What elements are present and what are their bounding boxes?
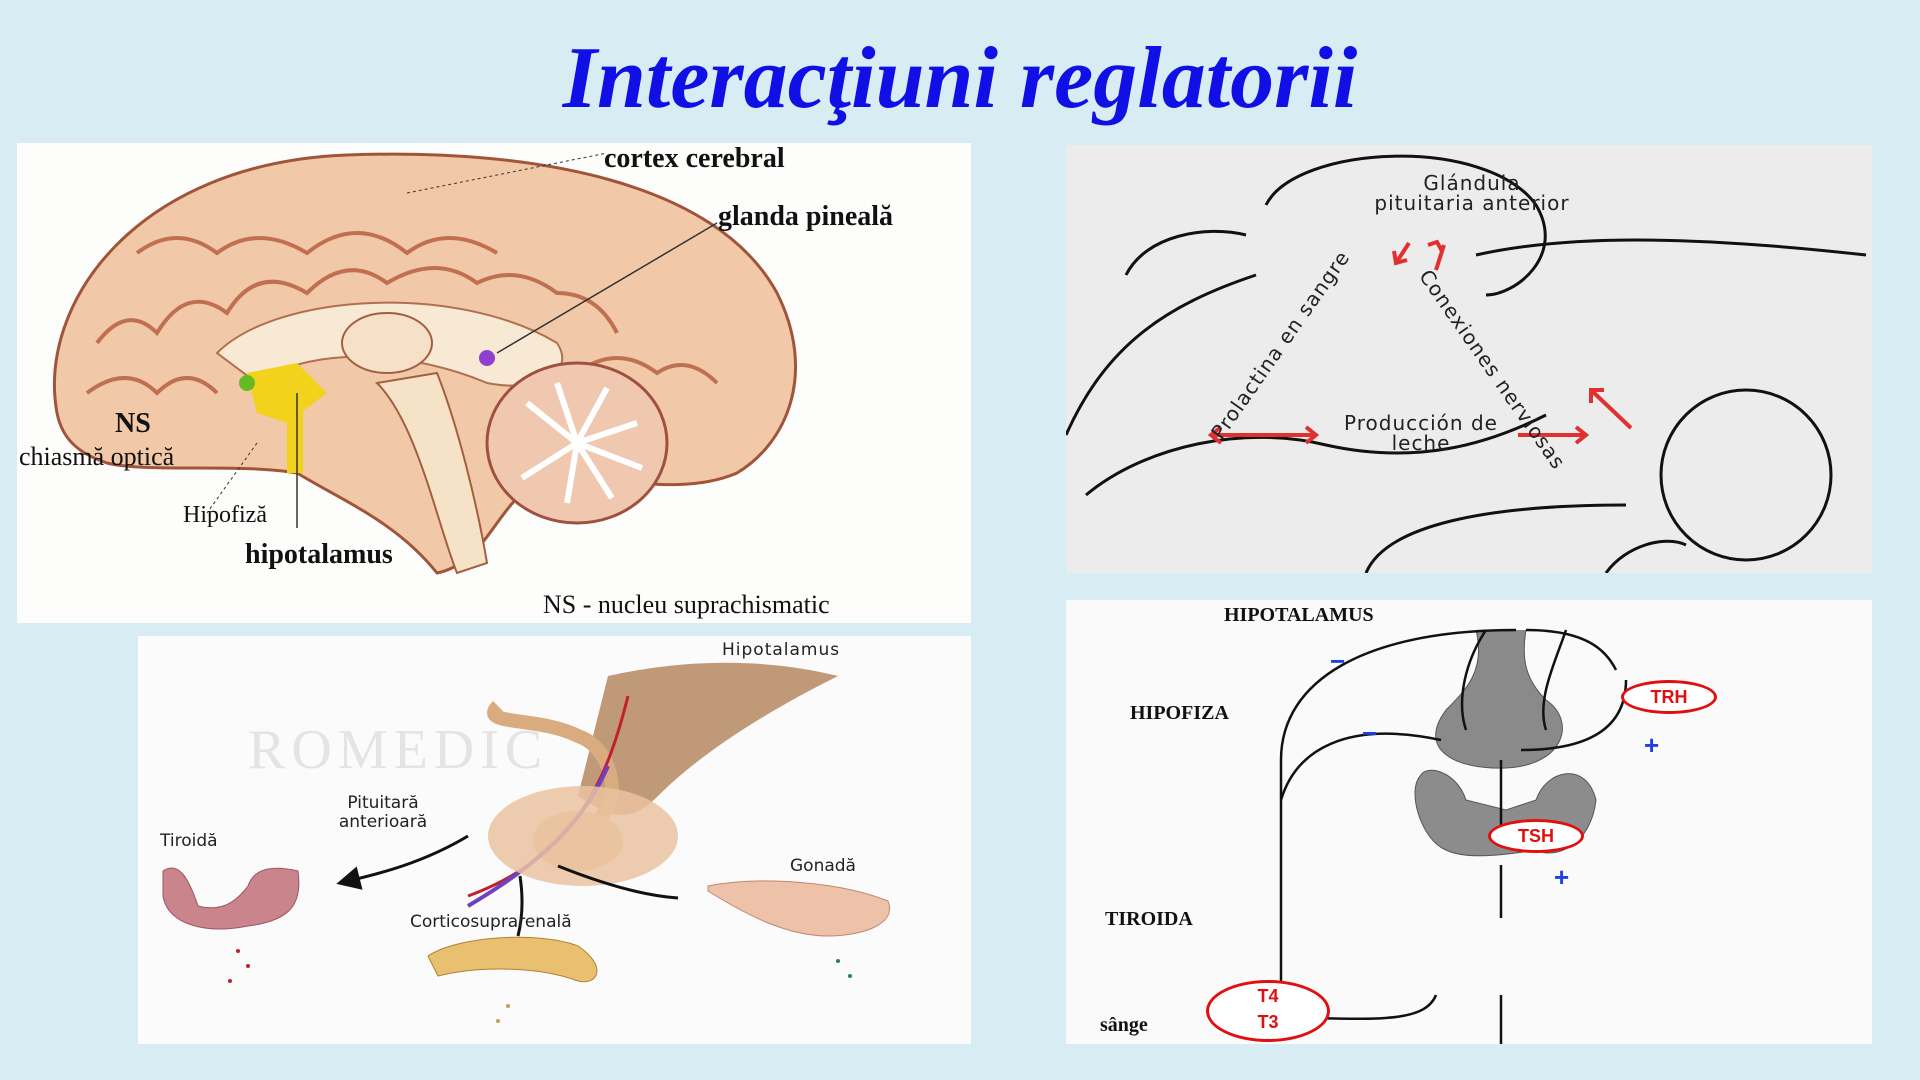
minus-sign-hypothalamus: −: [1330, 646, 1346, 676]
slide-title: Interacţiuni reglatorii: [562, 30, 1358, 127]
mother-infant-sketch: [1066, 154, 1867, 573]
romedic-watermark: ROMEDIC: [248, 719, 549, 781]
label-glanda-pineala: glanda pineală: [718, 201, 894, 232]
plus-sign-trh: +: [1644, 730, 1660, 760]
label-tiroida: TIROIDA: [1105, 908, 1193, 930]
label-produccion-leche: Producción de leche: [1344, 411, 1498, 455]
t3-label: T3: [1257, 1012, 1279, 1032]
lactation-diagram: Glándula pituitaria anterior Prolactina …: [1066, 145, 1872, 573]
label-ns: NS: [115, 408, 151, 439]
label-anterioara: anterioară: [338, 812, 428, 832]
thyroid-axis-diagram: HIPOTALAMUS HIPOFIZA TIROIDA sânge TRH T…: [1066, 600, 1872, 1044]
legend-ns: NS - nucleu suprachismatic: [543, 590, 830, 619]
label-hipotalamus: HIPOTALAMUS: [1224, 604, 1374, 626]
label-pituitara: Pituitară: [347, 793, 419, 813]
label-glandula-pituitaria: Glándula pituitaria anterior: [1374, 171, 1570, 215]
label-hipotalamus: Hipotalamus: [722, 640, 841, 660]
label-chiasma-optica: chiasmă optică: [19, 442, 175, 471]
label-cortex-cerebral: cortex cerebral: [604, 143, 785, 174]
label-hipotalamus: hipotalamus: [245, 539, 393, 570]
t4-label: T4: [1257, 986, 1279, 1006]
trh-badge: TRH: [1621, 680, 1717, 714]
label-hipofiza: Hipofiză: [183, 502, 267, 528]
brain-illustration: [52, 152, 798, 575]
label-corticosuprarenala: Corticosuprarenală: [410, 912, 572, 932]
label-hipofiza: HIPOFIZA: [1130, 702, 1229, 724]
pituitary-illustration: [162, 662, 891, 1023]
label-tiroida: Tiroidă: [160, 831, 218, 851]
plus-sign-tsh: +: [1554, 862, 1570, 892]
tsh-badge: TSH: [1488, 819, 1584, 853]
minus-sign-pituitary: −: [1362, 718, 1378, 748]
label-gonada: Gonadă: [790, 856, 856, 876]
thyroid-feedback-illustration: [1279, 628, 1628, 1044]
label-sange: sânge: [1100, 1014, 1148, 1036]
brain-diagram: cortex cerebral glanda pineală NS chiasm…: [17, 143, 971, 623]
